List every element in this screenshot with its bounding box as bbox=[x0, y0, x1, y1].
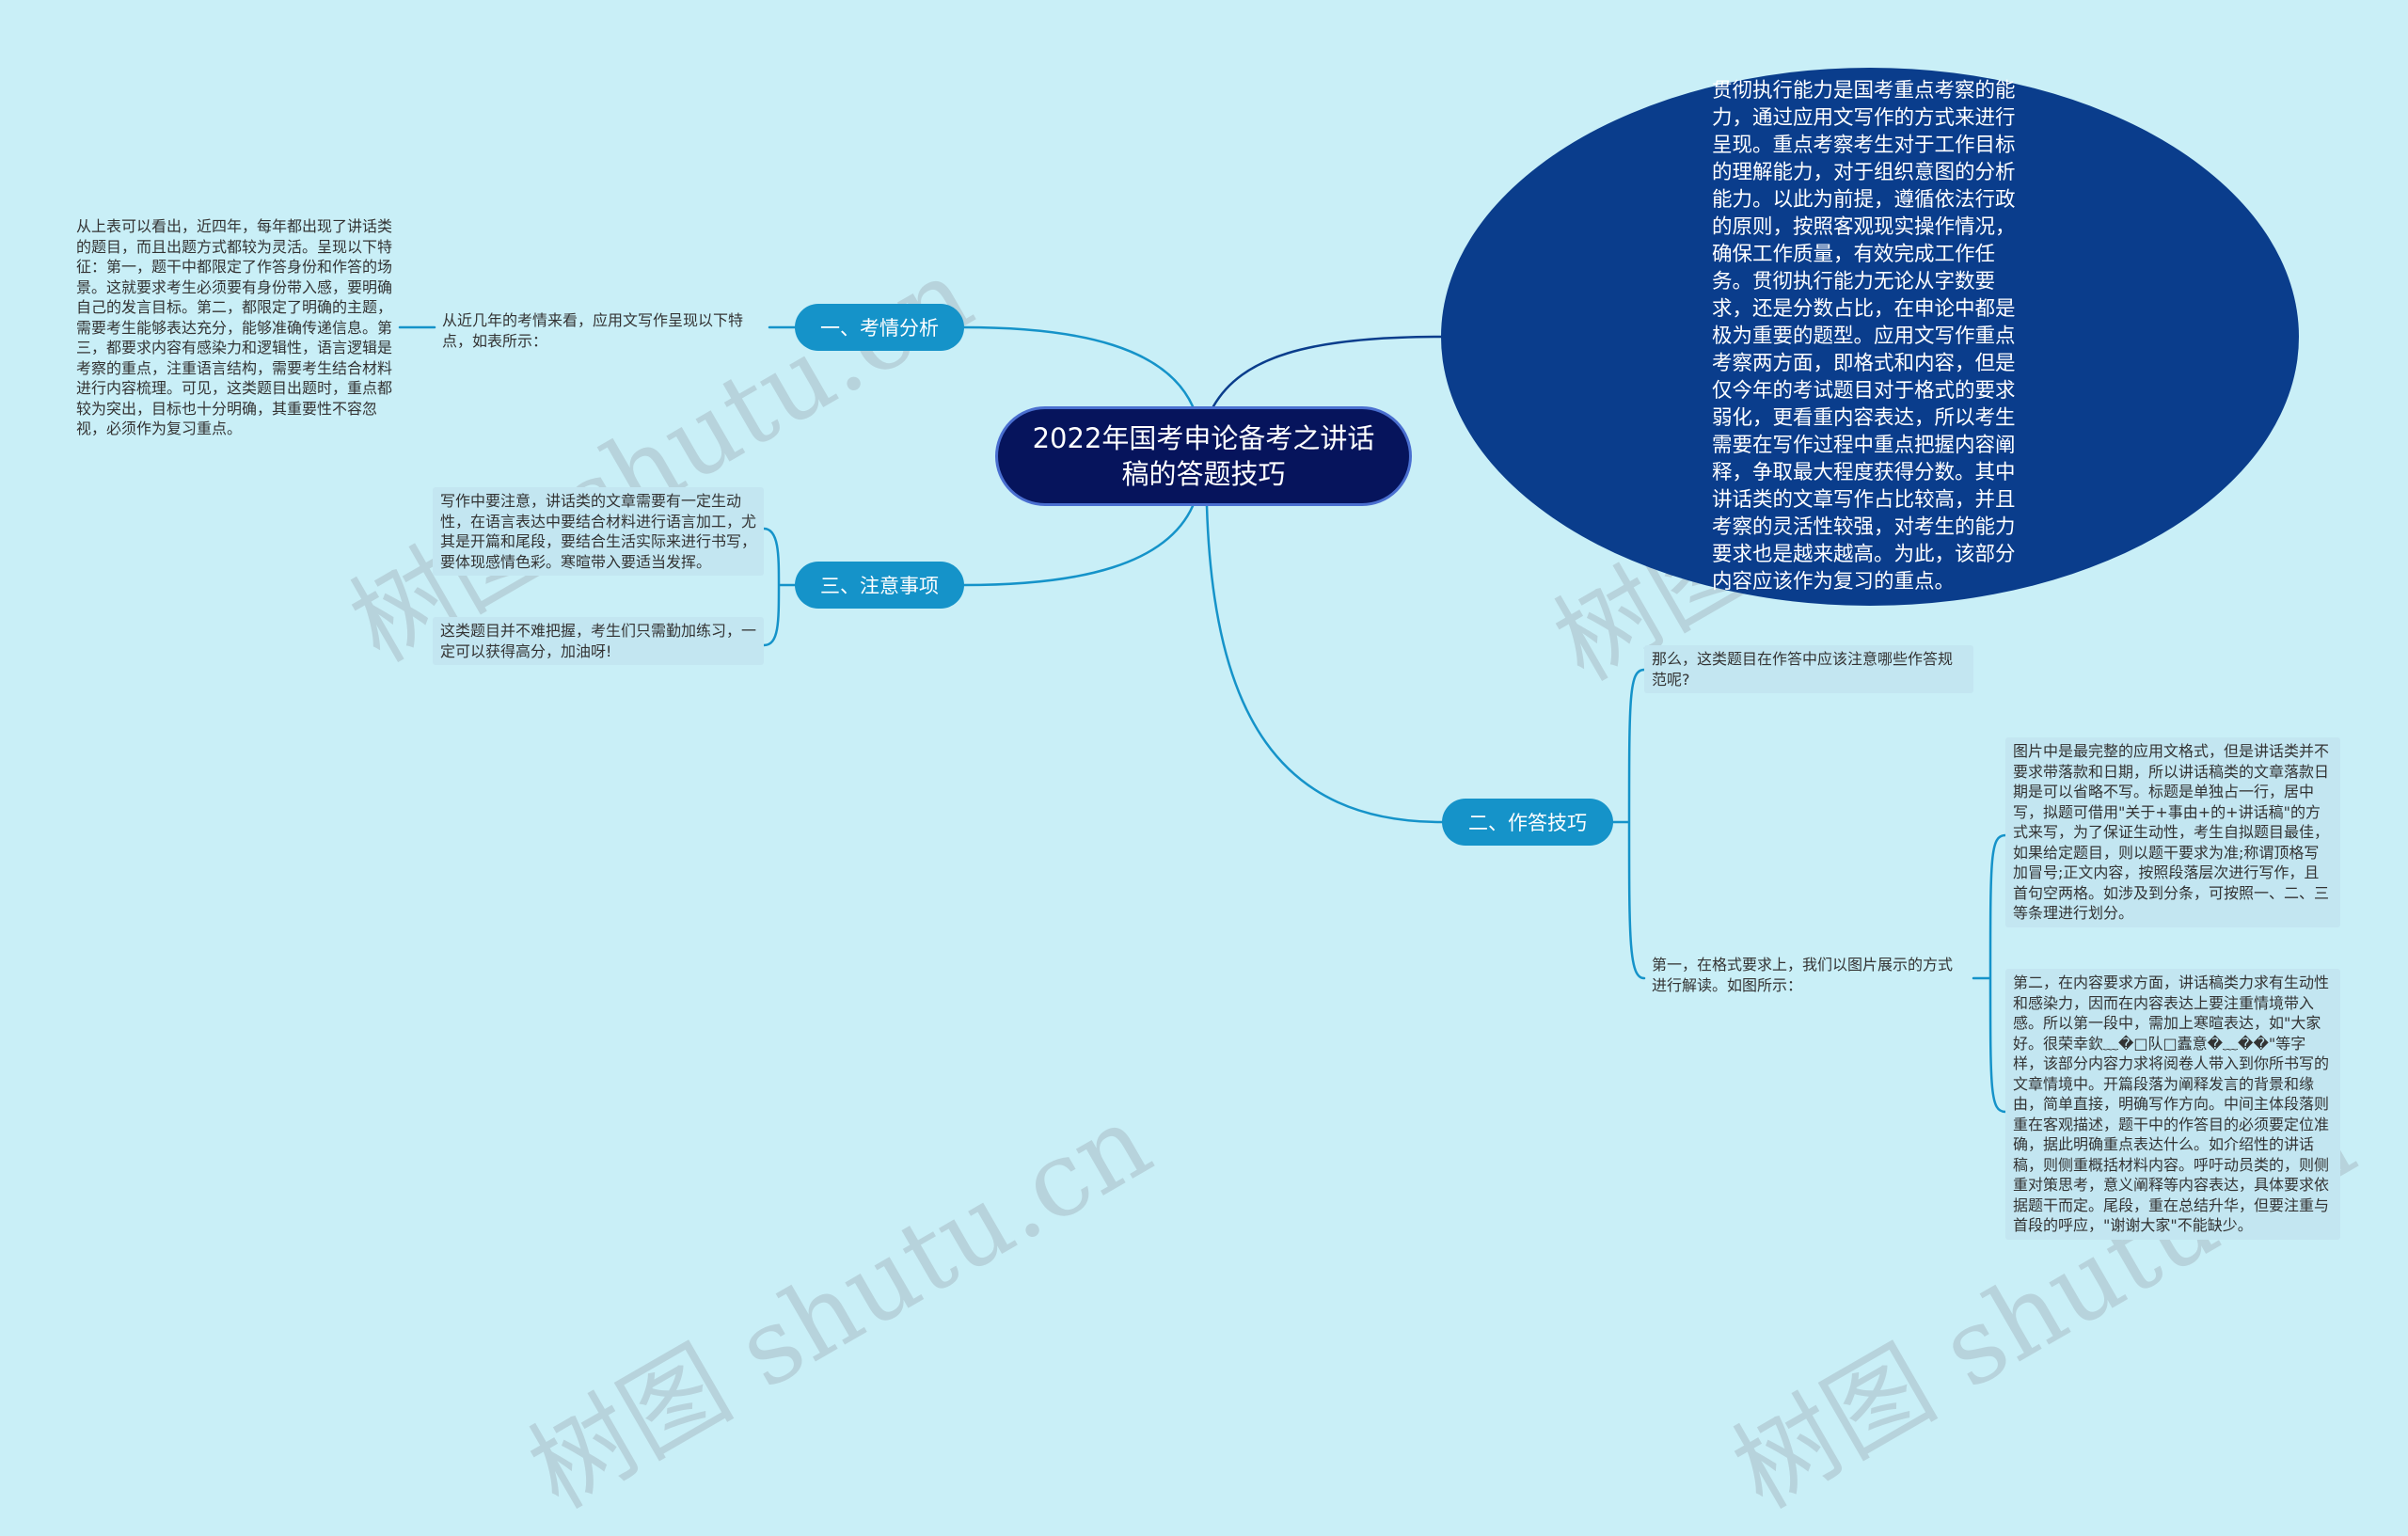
b2-subleaf-format-detail: 图片中是最完整的应用文格式，但是讲话类并不要求带落款和日期，所以讲话稿类的文章落… bbox=[2005, 737, 2340, 927]
branch-notes[interactable]: 三、注意事项 bbox=[795, 562, 964, 609]
b2-subleaf-content-detail: 第二，在内容要求方面，讲话稿类力求有生动性和感染力，因而在内容表达上要注重情境带… bbox=[2005, 969, 2340, 1240]
link-b2-leaves bbox=[1611, 668, 1646, 980]
b1-leaf-detail: 从上表可以看出，近四年，每年都出现了讲话类的题目，而且出题方式都较为灵活。呈现以… bbox=[76, 217, 393, 437]
link-b3-leaves bbox=[762, 527, 797, 647]
root-topic[interactable]: 2022年国考申论备考之讲话稿的答题技巧 bbox=[995, 406, 1412, 506]
b3-leaf-writing: 写作中要注意，讲话类的文章需要有一定生动性，在语言表达中要结合材料进行语言加工，… bbox=[433, 487, 764, 576]
b2-leaf-format: 第一，在格式要求上，我们以图片展示的方式进行解读。如图所示： bbox=[1652, 956, 1954, 994]
branch-answer-skills[interactable]: 二、作答技巧 bbox=[1442, 799, 1613, 846]
b3-leaf-encourage: 这类题目并不难把握，考生们只需勤加练习，一定可以获得高分，加油呀! bbox=[433, 617, 764, 665]
link-root-b1 bbox=[962, 325, 1195, 408]
connector-lines bbox=[398, 325, 2007, 1114]
link-root-b3 bbox=[962, 504, 1195, 587]
b2-leaf-question: 那么，这类题目在作答中应该注意哪些作答规范呢? bbox=[1644, 645, 1973, 693]
summary-bubble bbox=[1441, 68, 2299, 606]
b1-leaf-trend: 从近几年的考情来看，应用文写作呈现以下特点，如表所示： bbox=[442, 311, 744, 350]
link-b2leaf2-subleaves bbox=[1972, 833, 2007, 1114]
link-root-bubble bbox=[1212, 335, 1443, 408]
mind-map-canvas: 树图 shutu.cn 树图 shutu.cn 树图 shutu.cn 树图 s… bbox=[76, 68, 2373, 1531]
branch-exam-analysis[interactable]: 一、考情分析 bbox=[795, 304, 964, 351]
link-root-b2 bbox=[1205, 504, 1444, 824]
summary-bubble-text: 贯彻执行能力是国考重点考察的能力，通过应用文写作的方式来进行呈现。重点考察考生对… bbox=[1712, 79, 2016, 594]
